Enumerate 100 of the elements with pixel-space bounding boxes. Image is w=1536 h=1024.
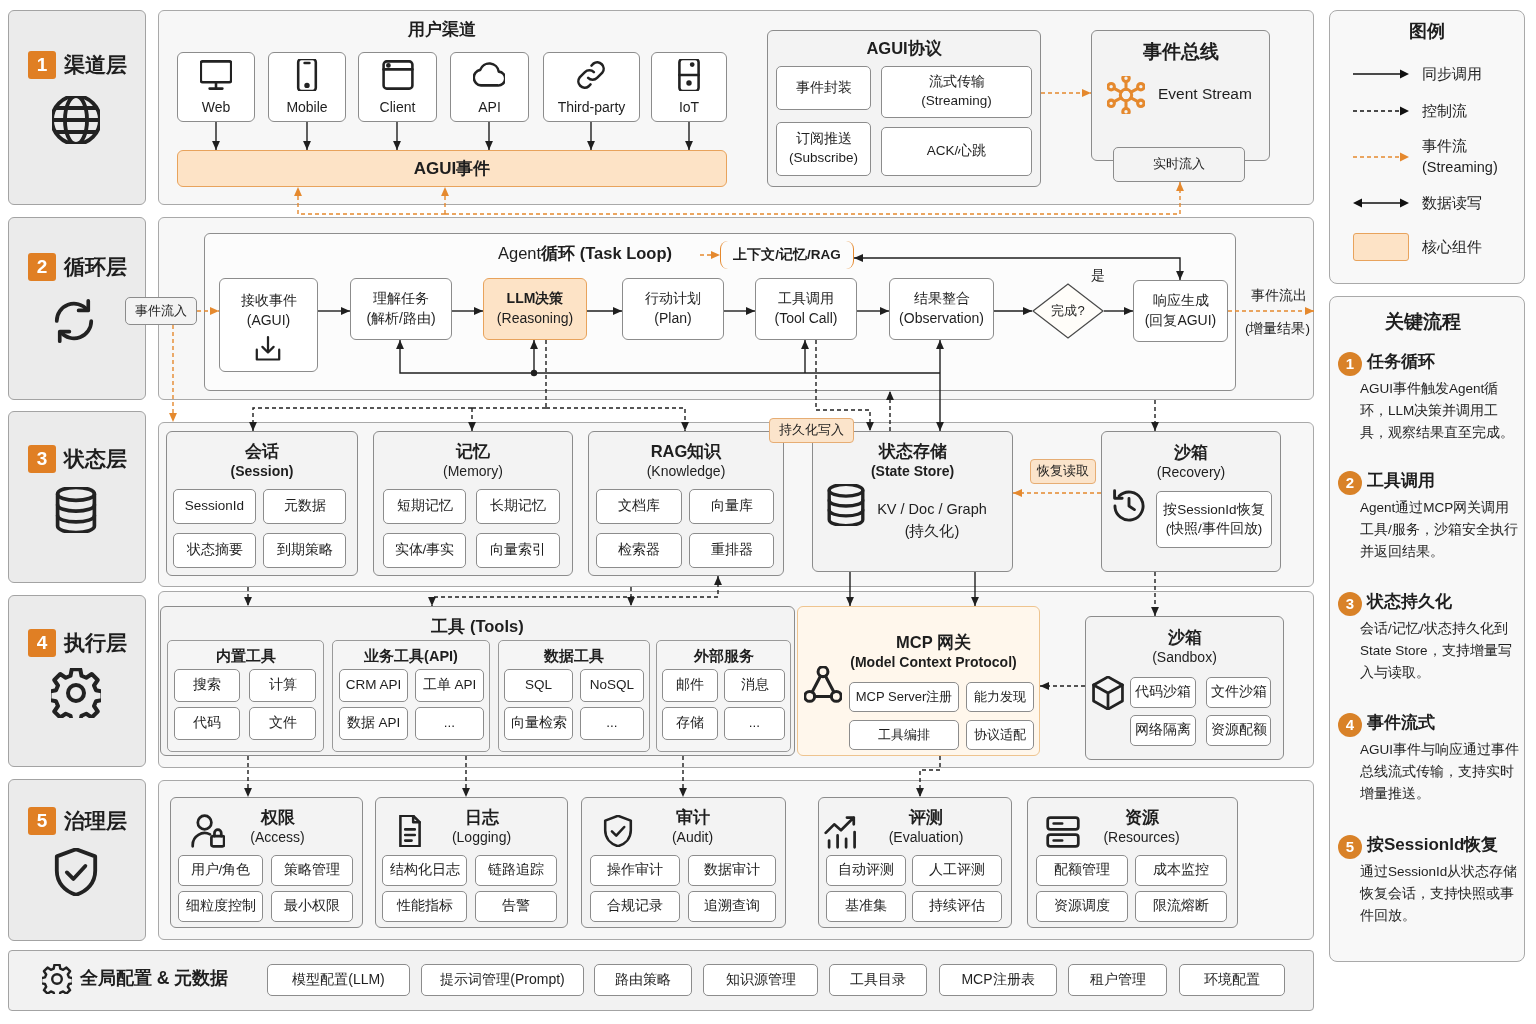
item-box: 重排器 [689,533,774,568]
item-box: ... [580,707,644,740]
dashed-arrow [468,407,476,432]
channel-card [268,52,346,122]
edge-label: 是 [1089,267,1107,285]
dashed-arrow [815,339,874,432]
layer-panel [158,591,1314,768]
arrow [586,307,623,315]
arrow [685,121,693,151]
number-badge: 5 [28,807,56,835]
module-subtitle: (Knowledge) [646,462,726,482]
line [533,372,806,374]
item-box: 工具目录 [829,964,927,996]
legend-text: 核心组件 [1422,237,1482,257]
dashed-double-arrow [428,575,722,607]
dashed-arrow [886,390,894,432]
dashed-arrow [1151,571,1159,617]
number-badge: 5 [1338,835,1362,859]
dashed-arrow [679,755,687,798]
module-card [581,797,786,928]
item-box: 数据审计 [688,855,776,886]
channel-card [543,52,640,122]
number-badge: 1 [28,51,56,79]
dashed-arrow [169,324,177,423]
layer-title: 执行层 [64,630,127,656]
item-box: 资源配额 [1206,715,1271,746]
panel-title: 用户渠道 [408,19,476,41]
item-box: 文档库 [596,489,682,524]
item-box: 短期记忆 [383,489,466,524]
dashed-arrow [244,586,252,607]
module-subtitle: (Resources) [1103,828,1180,848]
layer-title: 治理层 [64,808,127,834]
item-box: ACK/心跳 [881,127,1032,176]
dashed-arrow [1039,682,1086,690]
number-badge: 3 [28,445,56,473]
number-badge: 3 [1338,592,1362,616]
step-box: 理解任务 (解析/路由) [350,278,452,340]
module-card [1101,431,1281,572]
dashed-arrow [1012,489,1102,497]
module-card [160,606,795,756]
layer-title: 循环层 [64,254,127,280]
line [804,372,941,374]
item-box: NoSQL [580,669,644,702]
item-box: CRM API [339,669,408,702]
dashed-arrow [462,755,470,798]
item-box: 路由策略 [594,964,692,996]
channel-label: API [478,98,501,117]
module-text: KV / Doc / Graph (持久化) [876,500,988,542]
module-subtitle: (State Store) [870,462,955,482]
item-box: 配额管理 [1036,855,1128,886]
layer-card [8,10,146,205]
step-box [219,278,318,372]
arrow [846,571,854,607]
loop-title: Agent循环 (Task Loop) [498,243,672,264]
arrow [723,307,756,315]
dashed-line [545,339,547,409]
gateway-card [797,606,1040,756]
module-subtitle: Event Stream [1158,84,1252,104]
item-box: 工具编排 [849,720,959,750]
edge-label: 持久化写入 [769,418,854,443]
flow-heading: 任务循环 [1367,351,1435,373]
layer-title: 状态层 [64,446,127,472]
item-box: 订阅推送 (Subscribe) [776,122,871,176]
step-label: 接收事件 (AGUI) [239,291,298,330]
item-box: 代码沙箱 [1130,677,1196,708]
tag-box: 实时流入 [1113,147,1245,182]
item-box: 网络隔离 [1130,715,1196,746]
step-box: 行动计划 (Plan) [622,278,724,340]
module-title: 状态存储 [878,441,947,462]
module-card [767,30,1041,187]
step-box: 响应生成 (回复AGUI) [1133,280,1228,342]
module-title: 会话 [245,441,279,462]
module-title: 内置工具 [215,647,276,666]
module-title: 事件总线 [1142,40,1219,64]
item-box: 追溯查询 [688,891,776,922]
channel-label: Third-party [557,98,626,117]
flow-heading: 按SessionId恢复 [1367,834,1499,856]
flow-heading: 状态持久化 [1367,591,1452,613]
tag-box: 事件流入 [125,297,197,325]
module-title: RAG知识 [650,441,722,462]
module-card [375,797,568,928]
module-card [166,431,358,576]
number-badge: 2 [1338,471,1362,495]
item-box: 按SessionId恢复 (快照/事件回放) [1156,491,1272,548]
item-box: 资源调度 [1036,891,1128,922]
item-box: 用户/角色 [178,855,263,886]
dashed-arrow [196,307,220,315]
dashed-arrow [294,186,446,215]
item-box: 提示词管理(Prompt) [421,964,584,996]
arrow [212,121,220,151]
module-subtitle: (Audit) [671,828,714,848]
dashed-arrow [1040,89,1092,97]
item-box: 操作审计 [590,855,680,886]
legend-text: 控制流 [1422,101,1467,121]
item-box: 文件 [249,707,316,740]
item-box: 向量索引 [476,533,560,568]
arrow [393,121,401,151]
module-subtitle: (Recovery) [1156,463,1226,483]
flow-text: AGUI事件与响应通过事件总线流式传输，支持实时增量推送。 [1360,741,1520,803]
module-subtitle: (Memory) [443,462,503,482]
